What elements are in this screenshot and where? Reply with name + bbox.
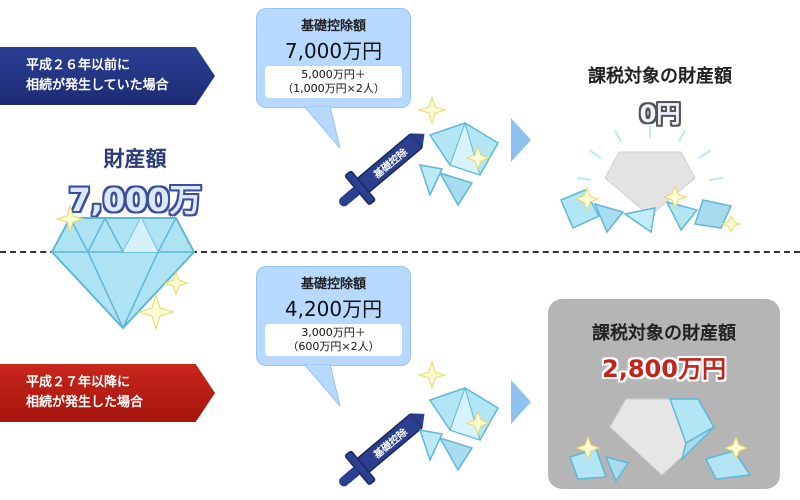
bubble-tail-before — [303, 106, 341, 149]
deduction-formula-before-line1: 5,000万円＋ — [301, 68, 366, 81]
sword-icon-after: 基礎控除 — [339, 413, 425, 487]
result-before: 課税対象の財産額 0円 — [555, 62, 765, 129]
deduction-formula-before-line2: （1,000万円×2人） — [282, 82, 385, 95]
remaining-diamond-icon — [569, 398, 752, 483]
scenario-after-ribbon: 平成２７年以降に 相続が発生した場合 — [0, 364, 215, 422]
scenario-after-line2: 相続が発生した場合 — [26, 395, 144, 410]
deduction-bubble-after: 基礎控除額 4,200万円 3,000万円＋ （600万円×2人） — [256, 266, 411, 366]
deduction-title-after: 基礎控除額 — [300, 277, 366, 292]
arrow-right-icon-after — [511, 380, 531, 424]
asset-diamond-icon — [50, 204, 196, 330]
asset-label: 財産額 7,000万円 — [60, 143, 210, 267]
scenario-before-line2: 相続が発生していた場合 — [26, 78, 169, 93]
sword-icon-before: 基礎控除 — [339, 133, 425, 207]
broken-diamond-icon-after — [417, 360, 500, 472]
scenario-before-line1: 平成２６年以前に — [26, 58, 131, 73]
result-value-after: 2,800万円 — [602, 355, 726, 383]
bubble-tail-after — [303, 364, 341, 407]
deduction-value-after: 4,200万円 — [284, 297, 383, 321]
deduction-value-before: 7,000万円 — [284, 39, 383, 63]
result-after-box: 課税対象の財産額 2,800万円 — [548, 299, 780, 489]
deduction-bubble-before: 基礎控除額 7,000万円 5,000万円＋ （1,000万円×2人） — [256, 8, 411, 108]
deduction-formula-after-line1: 3,000万円＋ — [301, 326, 366, 339]
deduction-formula-after-line2: （600万円×2人） — [287, 340, 380, 353]
arrow-right-icon-before — [511, 118, 531, 162]
deduction-formula-after: 3,000万円＋ （600万円×2人） — [265, 324, 402, 356]
section-divider — [0, 251, 800, 253]
vanished-diamond-icon — [560, 124, 742, 234]
deduction-title-before: 基礎控除額 — [300, 19, 366, 34]
scenario-before-ribbon: 平成２６年以前に 相続が発生していた場合 — [0, 47, 215, 105]
broken-diamond-icon-before — [417, 95, 500, 207]
result-value-before: 0円 — [639, 100, 681, 128]
scenario-after-line1: 平成２７年以降に — [26, 375, 131, 390]
result-title-after: 課税対象の財産額 — [592, 323, 736, 344]
asset-title: 財産額 — [103, 147, 167, 171]
result-title-before: 課税対象の財産額 — [588, 66, 732, 87]
deduction-formula-before: 5,000万円＋ （1,000万円×2人） — [265, 66, 402, 98]
